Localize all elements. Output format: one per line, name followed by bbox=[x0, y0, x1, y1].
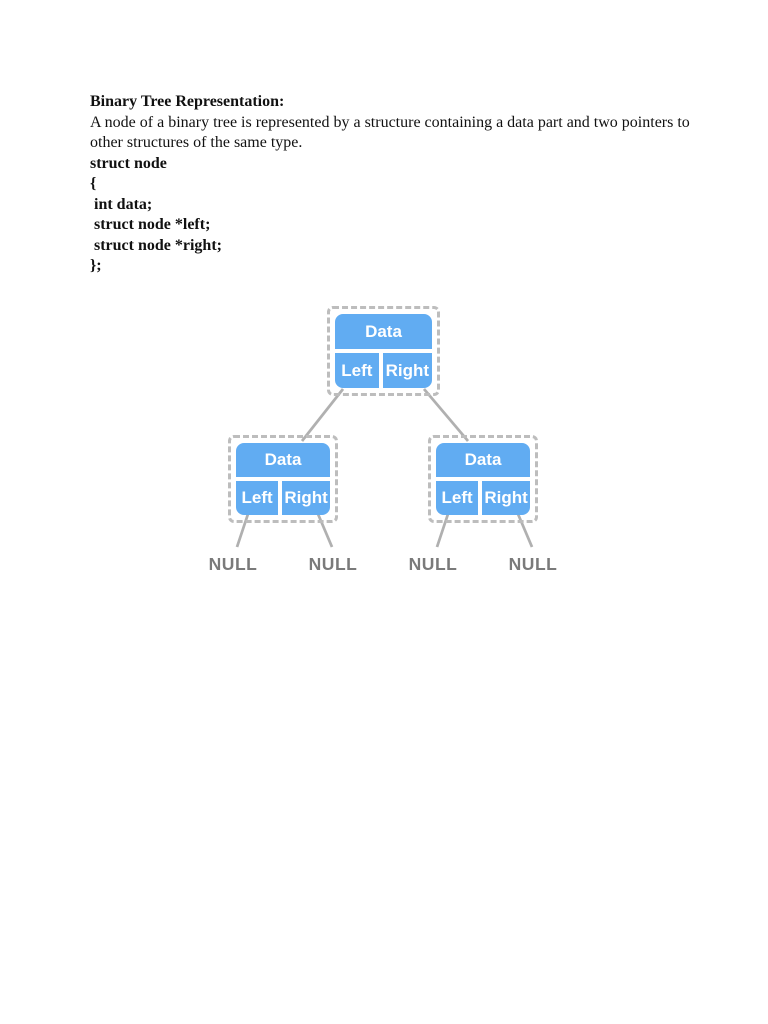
node-right-pointer-cell: Right bbox=[282, 481, 330, 515]
null-label: NULL bbox=[408, 554, 458, 574]
node-pointer-row: Left Right bbox=[436, 481, 530, 515]
code-line: int data; bbox=[90, 195, 153, 213]
node-right-pointer-cell: Right bbox=[482, 481, 530, 515]
tree-node-left-child: Data Left Right bbox=[228, 435, 338, 523]
null-label: NULL bbox=[508, 554, 558, 574]
node-pointer-row: Left Right bbox=[236, 481, 330, 515]
connector-line bbox=[422, 388, 470, 442]
code-line: struct node *right; bbox=[90, 236, 222, 254]
null-label: NULL bbox=[308, 554, 358, 574]
node-left-pointer-cell: Left bbox=[335, 353, 379, 388]
paragraph-line: A node of a binary tree is represented b… bbox=[90, 113, 690, 131]
tree-node-right-child: Data Left Right bbox=[428, 435, 538, 523]
node-right-pointer-cell: Right bbox=[382, 353, 432, 388]
node-pointer-row: Left Right bbox=[335, 353, 432, 388]
binary-tree-diagram: Data Left Right Data Left Right Data bbox=[0, 290, 768, 590]
node-structure: Data Left Right bbox=[436, 443, 530, 515]
code-line: { bbox=[90, 175, 97, 192]
node-structure: Data Left Right bbox=[236, 443, 330, 515]
node-data-cell: Data bbox=[436, 443, 530, 477]
node-data-cell: Data bbox=[335, 314, 432, 349]
null-label: NULL bbox=[208, 554, 258, 574]
node-left-pointer-cell: Left bbox=[436, 481, 479, 515]
paragraph-line: other structures of the same type. bbox=[90, 134, 303, 151]
tree-node-root: Data Left Right bbox=[327, 306, 440, 396]
node-structure: Data Left Right bbox=[335, 314, 432, 388]
code-line: struct node *left; bbox=[90, 216, 211, 233]
node-data-cell: Data bbox=[236, 443, 330, 477]
section-heading: Binary Tree Representation: bbox=[90, 93, 285, 110]
connector-line bbox=[300, 388, 345, 442]
code-line: }; bbox=[90, 257, 102, 274]
text-block: Binary Tree Representation: A node of a … bbox=[90, 92, 690, 277]
code-block: struct node { int data; struct node *lef… bbox=[90, 154, 690, 277]
node-left-pointer-cell: Left bbox=[236, 481, 279, 515]
code-line: struct node bbox=[90, 154, 167, 172]
